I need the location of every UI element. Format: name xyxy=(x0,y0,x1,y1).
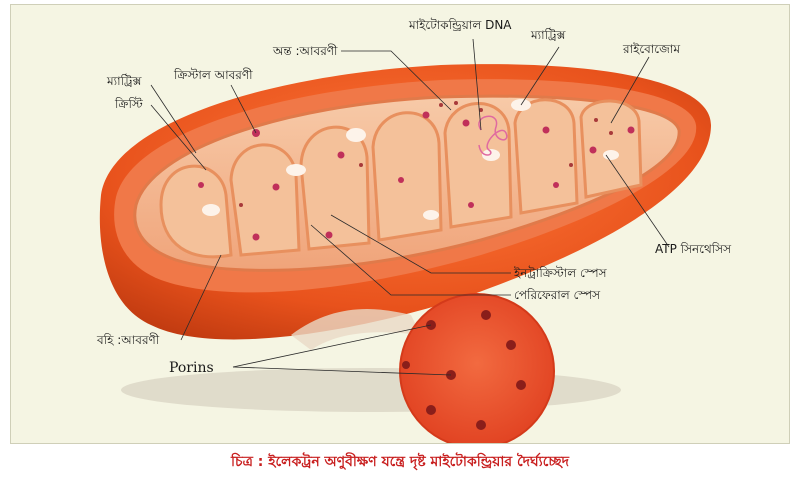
label-ribosome: রাইবোজোম xyxy=(622,42,680,56)
mitochondrion-figure: মাইটোকন্ড্রিয়াল DNA ম্যাট্রিক্স রাইবোজো… xyxy=(10,4,790,444)
mitochondrion-diagram: মাইটোকন্ড্রিয়াল DNA ম্যাট্রিক্স রাইবোজো… xyxy=(96,18,732,443)
porin-zoom-circle xyxy=(399,293,555,443)
label-atp-synthase: ATP সিনথেসিস xyxy=(655,242,732,256)
zoom-pointer xyxy=(291,309,421,350)
mt-dna xyxy=(478,115,508,156)
leader-lines xyxy=(150,38,670,376)
label-matrix-left: ম্যাট্রিক্স xyxy=(106,74,142,88)
label-cristae: ক্রিস্টি xyxy=(114,97,144,111)
label-peripheral-space: পেরিফেরাল স্পেস xyxy=(514,288,601,302)
label-outer-membrane: বহি :আবরণী xyxy=(96,333,160,347)
vesicles xyxy=(202,99,619,220)
label-matrix-top: ম্যাট্রিক্স xyxy=(530,28,566,42)
label-intracristal-space: ইনট্রাক্রিস্টাল স্পেস xyxy=(513,266,608,280)
porin-dots xyxy=(402,310,526,430)
granules xyxy=(198,111,635,241)
label-mt-dna: মাইটোকন্ড্রিয়াল DNA xyxy=(408,18,512,32)
figure-caption: চিত্র : ইলেকট্রন অণুবীক্ষণ যন্ত্রে দৃষ্ট… xyxy=(231,454,569,470)
ribosome-dots xyxy=(239,101,613,207)
label-inner-membrane: অন্ত :আবরণী xyxy=(272,44,338,58)
label-cristal-membrane: ক্রিস্টাল আবরণী xyxy=(173,68,253,82)
label-porins: Porins xyxy=(169,360,214,376)
